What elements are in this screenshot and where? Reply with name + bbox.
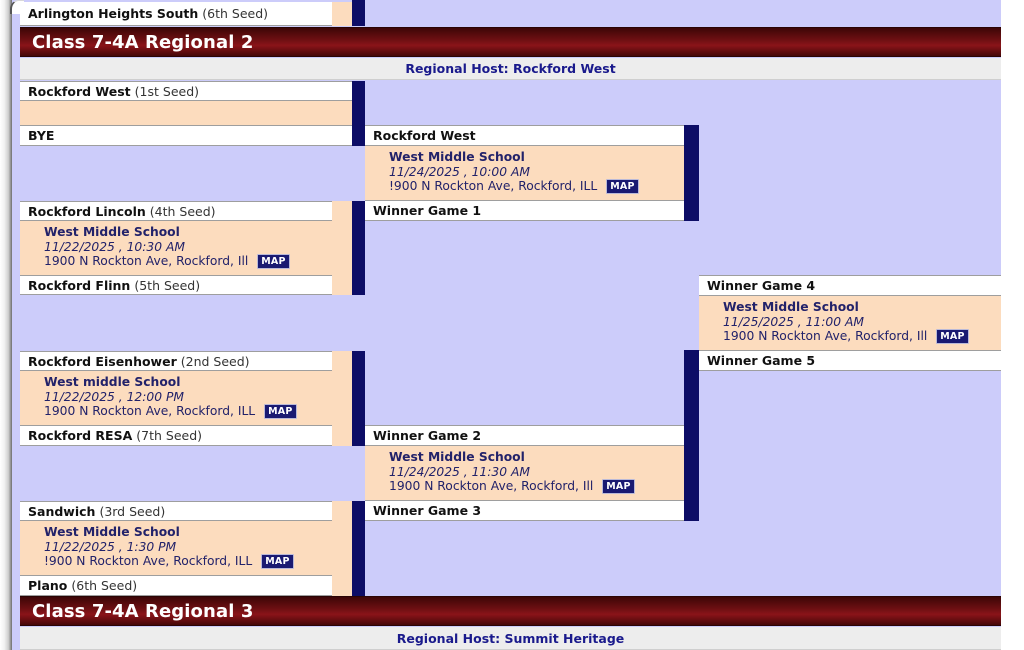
game-detail[interactable]: West Middle School 11/25/2025 , 11:00 AM… — [699, 296, 1001, 350]
game-address: 1900 N Rockton Ave, Rockford, Ill — [723, 329, 928, 344]
team-seed: (6th Seed) — [71, 578, 138, 593]
table-row[interactable]: Rockford West — [365, 125, 684, 146]
team-name: Sandwich — [28, 503, 96, 519]
table-row[interactable]: Winner Game 4 — [699, 275, 1001, 296]
section-title-bar: Class 7-4A Regional 2 — [20, 27, 1001, 57]
next-regional-host-label: Regional Host: Summit Heritage — [396, 630, 625, 646]
bracket-canvas: Arlington Heights South (6th Seed) Class… — [12, 0, 1001, 650]
next-regional-host-bar: Regional Host: Summit Heritage — [20, 627, 1001, 650]
window-corner — [10, 0, 24, 14]
regional-host-label: Regional Host: Rockford West — [405, 61, 616, 76]
row-filler — [332, 2, 352, 26]
row-filler — [332, 201, 352, 221]
row-filler — [332, 275, 352, 295]
table-row[interactable]: Sandwich (3rd Seed) — [20, 501, 332, 521]
team-name: BYE — [28, 128, 55, 143]
game-detail-empty — [20, 101, 352, 125]
team-name: Winner Game 1 — [373, 203, 482, 218]
game-detail[interactable]: West middle School 11/22/2025 , 12:00 PM… — [20, 371, 352, 425]
game-address: 1900 N Rockton Ave, Rockford, Ill — [389, 479, 594, 494]
game-venue: West Middle School — [44, 525, 180, 539]
map-link-button[interactable]: MAP — [257, 254, 290, 269]
team-seed: (1st Seed) — [134, 83, 200, 99]
bracket-connector-r1 — [352, 81, 365, 146]
regional-host-bar: Regional Host: Rockford West — [20, 58, 1001, 80]
team-name: Winner Game 5 — [707, 353, 816, 368]
table-row[interactable]: Winner Game 3 — [365, 500, 684, 521]
table-row[interactable]: Rockford RESA (7th Seed) — [20, 425, 332, 446]
map-link-button[interactable]: MAP — [936, 329, 969, 344]
table-row[interactable]: Winner Game 5 — [699, 350, 1001, 371]
game-address: 1900 N Rockton Ave, Rockford, ILL — [44, 404, 256, 419]
bracket-connector-r2 — [684, 125, 699, 221]
team-seed: (2nd Seed) — [180, 353, 250, 369]
team-seed: (4th Seed) — [149, 203, 216, 219]
table-row[interactable]: Rockford Lincoln (4th Seed) — [20, 201, 332, 221]
bracket-connector-r1 — [352, 0, 365, 26]
game-detail[interactable]: West Middle School 11/24/2025 , 11:30 AM… — [365, 446, 684, 500]
table-row[interactable]: Winner Game 2 — [365, 425, 684, 446]
table-row[interactable]: Winner Game 1 — [365, 200, 684, 221]
game-detail[interactable]: West Middle School 11/22/2025 , 1:30 PM … — [20, 521, 352, 575]
team-seed: (5th Seed) — [134, 277, 201, 293]
team-name: Plano — [28, 578, 68, 593]
game-datetime: 11/22/2025 , 1:30 PM — [44, 539, 177, 554]
row-filler — [332, 425, 352, 446]
game-venue: West Middle School — [389, 450, 525, 464]
team-name: Rockford West — [28, 83, 131, 99]
bracket-connector-r1 — [352, 501, 365, 596]
team-name: Rockford Lincoln — [28, 203, 146, 219]
game-address: 1900 N Rockton Ave, Rockford, Ill — [44, 254, 249, 269]
game-datetime: 11/25/2025 , 11:00 AM — [723, 314, 864, 329]
game-detail[interactable]: West Middle School 11/24/2025 , 10:00 AM… — [365, 146, 684, 200]
map-link-button[interactable]: MAP — [261, 554, 294, 569]
row-filler — [332, 351, 352, 371]
table-row[interactable]: Rockford West (1st Seed) — [20, 81, 352, 101]
team-name: Winner Game 4 — [707, 278, 816, 293]
row-filler — [332, 575, 352, 596]
table-row[interactable]: Arlington Heights South (6th Seed) — [20, 2, 332, 26]
team-name: Rockford RESA — [28, 428, 133, 443]
game-venue: West middle School — [44, 375, 181, 389]
table-row[interactable]: Plano (6th Seed) — [20, 575, 332, 596]
game-datetime: 11/22/2025 , 12:00 PM — [44, 389, 184, 404]
next-section-title-bar: Class 7-4A Regional 3 — [20, 596, 1001, 626]
game-datetime: 11/24/2025 , 11:30 AM — [389, 464, 530, 479]
bracket-connector-r1 — [352, 351, 365, 446]
page-left-edge-shadow — [0, 0, 12, 650]
table-row[interactable]: Rockford Eisenhower (2nd Seed) — [20, 351, 332, 371]
section-title: Class 7-4A Regional 2 — [32, 31, 254, 53]
game-datetime: 11/24/2025 , 10:00 AM — [389, 164, 530, 179]
game-venue: West Middle School — [44, 225, 180, 239]
team-name: Arlington Heights South — [28, 6, 199, 21]
team-seed: (6th Seed) — [202, 6, 269, 21]
game-address: !900 N Rockton Ave, Rockford, ILL — [389, 179, 598, 194]
game-address: !900 N Rockton Ave, Rockford, ILL — [44, 554, 253, 569]
team-name: Winner Game 2 — [373, 428, 482, 443]
game-venue: West Middle School — [389, 150, 525, 164]
game-venue: West Middle School — [723, 300, 859, 314]
team-name: Rockford Flinn — [28, 277, 131, 293]
row-filler — [332, 501, 352, 521]
next-section-title: Class 7-4A Regional 3 — [32, 600, 254, 622]
map-link-button[interactable]: MAP — [602, 479, 635, 494]
map-link-button[interactable]: MAP — [606, 179, 639, 194]
bracket-connector-r2 — [684, 350, 699, 521]
team-seed: (7th Seed) — [136, 428, 203, 443]
bracket-connector-r1 — [352, 201, 365, 295]
game-detail[interactable]: West Middle School 11/22/2025 , 10:30 AM… — [20, 221, 352, 275]
team-seed: (3rd Seed) — [99, 503, 166, 519]
team-name: Rockford Eisenhower — [28, 353, 177, 369]
map-link-button[interactable]: MAP — [264, 404, 297, 419]
table-row[interactable]: BYE — [20, 125, 352, 146]
team-name: Winner Game 3 — [373, 503, 482, 518]
team-name: Rockford West — [373, 128, 476, 143]
game-datetime: 11/22/2025 , 10:30 AM — [44, 239, 185, 254]
table-row[interactable]: Rockford Flinn (5th Seed) — [20, 275, 332, 295]
